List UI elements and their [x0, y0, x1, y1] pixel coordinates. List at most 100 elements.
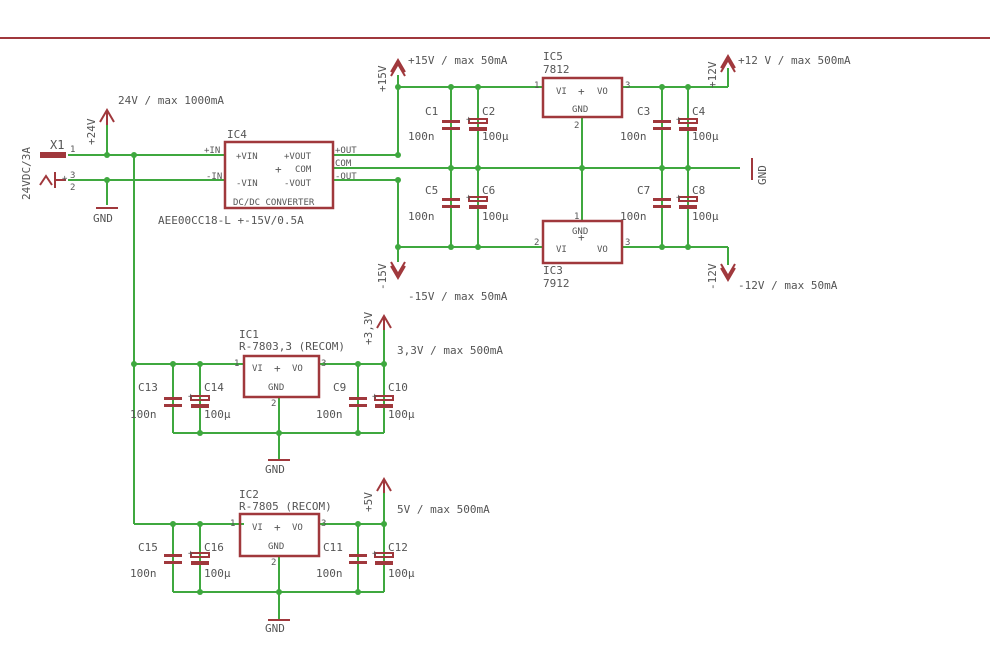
ic5-vi: VI	[556, 87, 567, 97]
capacitor-polarity: +	[676, 193, 682, 203]
converter-pin-com: COM	[295, 165, 312, 175]
capacitor-name: C5	[425, 184, 438, 197]
capacitor-name: C14	[204, 381, 224, 394]
converter-pin-vin: +VIN	[236, 152, 258, 162]
converter-plus: +	[275, 163, 282, 176]
capacitor-polarity: +	[188, 549, 194, 559]
ic5-plus: +	[578, 85, 585, 98]
p15-desc: +15V / max 50mA	[408, 54, 508, 67]
regulator-ic2: IC2 R-7805 (RECOM) VI + VO GND 1 3 2	[230, 488, 332, 568]
supply-p12: +12V +12 V / max 500mA	[706, 54, 851, 88]
ic5-value: 7812	[543, 63, 570, 76]
connector-pin-1: 1	[70, 145, 75, 155]
ic3-plus: +	[578, 231, 585, 244]
ic5-p2: 2	[574, 121, 579, 131]
ic1-p1: 1	[234, 359, 239, 369]
ic2-gnd: GND	[268, 542, 284, 552]
capacitor-value: 100n	[408, 210, 435, 223]
ic1-vi: VI	[252, 364, 263, 374]
capacitor-value: 100µ	[388, 408, 415, 421]
ic1-vo: VO	[292, 364, 303, 374]
capacitor-value: 100µ	[692, 130, 719, 143]
gnd-right-label: GND	[756, 165, 769, 185]
capacitor-name: C11	[323, 541, 343, 554]
m12-desc: -12V / max 50mA	[738, 279, 838, 292]
capacitor-value: 100µ	[204, 567, 231, 580]
p33-desc: 3,3V / max 500mA	[397, 344, 503, 357]
ic2-p1: 1	[230, 519, 235, 529]
p33-label: +3,3V	[362, 312, 375, 345]
ic2-plus: +	[274, 521, 281, 534]
connector-plus: +	[62, 174, 68, 184]
ic3-value: 7912	[543, 277, 570, 290]
ic3-vi: VI	[556, 245, 567, 255]
capacitor-c9: C9 100n	[316, 381, 367, 421]
regulator-ic5: IC5 7812 VI + VO GND 1 3 2	[534, 50, 630, 131]
connector-pin-2: 2	[70, 183, 75, 193]
junction-dots	[104, 84, 691, 595]
capacitor-name: C2	[482, 105, 495, 118]
capacitor-value: 100µ	[482, 130, 509, 143]
m15-label: -15V	[376, 263, 389, 290]
connector-pin-3: 3	[70, 171, 75, 181]
p12-desc: +12 V / max 500mA	[738, 54, 851, 67]
ic5-name: IC5	[543, 50, 563, 63]
regulator-ic3: IC3 7912 VI + VO GND 2 3 1	[534, 212, 630, 290]
capacitor-name: C9	[333, 381, 346, 394]
capacitor-polarity: +	[676, 115, 682, 125]
converter-value: AEE00CC18-L +-15V/0.5A	[158, 214, 304, 227]
capacitor-value: 100µ	[388, 567, 415, 580]
gnd-in-label: GND	[93, 212, 113, 225]
capacitor-value: 100n	[130, 567, 157, 580]
capacitor-value: 100n	[316, 408, 343, 421]
net-pin: +IN	[204, 146, 220, 156]
supply-p24: +24V 24V / max 1000mA GND	[85, 94, 224, 225]
supply-m15: -15V -15V / max 50mA	[376, 261, 508, 303]
gnd-33-label: GND	[265, 463, 285, 476]
gnd-5-label: GND	[265, 622, 285, 635]
net-min: -IN	[206, 172, 222, 182]
ic2-p2: 2	[271, 558, 276, 568]
capacitor-c15: C15 100n	[130, 541, 182, 580]
capacitor-polarity: +	[466, 193, 472, 203]
capacitor-name: C16	[204, 541, 224, 554]
ic5-p3: 3	[625, 81, 630, 91]
ic3-gnd: GND	[572, 227, 588, 237]
capacitor-c11: C11 100n	[316, 541, 367, 580]
capacitor-value: 100n	[620, 130, 647, 143]
capacitor-value: 100n	[316, 567, 343, 580]
ic5-p1: 1	[534, 81, 539, 91]
ic1-p3: 3	[321, 359, 326, 369]
capacitor-polarity: +	[372, 549, 378, 559]
connector-x1: X1 1 3 2 + 24VDC/3A	[20, 138, 75, 200]
m15-desc: -15V / max 50mA	[408, 290, 508, 303]
converter-ic4: IC4 +VIN -VIN +VOUT COM -VOUT + DC/DC CO…	[158, 128, 357, 227]
capacitor-c16: + C16 100µ	[188, 541, 231, 580]
capacitor-c5: C5 100n	[408, 184, 460, 223]
p5-label: +5V	[362, 492, 375, 512]
ic1-p2: 2	[271, 399, 276, 409]
capacitor-value: 100µ	[692, 210, 719, 223]
capacitor-value: 100n	[620, 210, 647, 223]
ic3-vo: VO	[597, 245, 608, 255]
m12-label: -12V	[706, 263, 719, 290]
connector-name: X1	[50, 138, 64, 152]
net-pout: +OUT	[335, 146, 357, 156]
converter-title: DC/DC CONVERTER	[233, 198, 315, 208]
converter-pin-mvout: -VOUT	[284, 179, 312, 189]
ic3-p1: 1	[574, 212, 579, 222]
capacitor-name: C15	[138, 541, 158, 554]
ic2-vi: VI	[252, 523, 263, 533]
converter-name: IC4	[227, 128, 247, 141]
ic1-name: IC1	[239, 328, 259, 341]
converter-pin-mvin: -VIN	[236, 179, 258, 189]
p24-label: +24V	[85, 118, 98, 145]
capacitor-name: C1	[425, 105, 438, 118]
